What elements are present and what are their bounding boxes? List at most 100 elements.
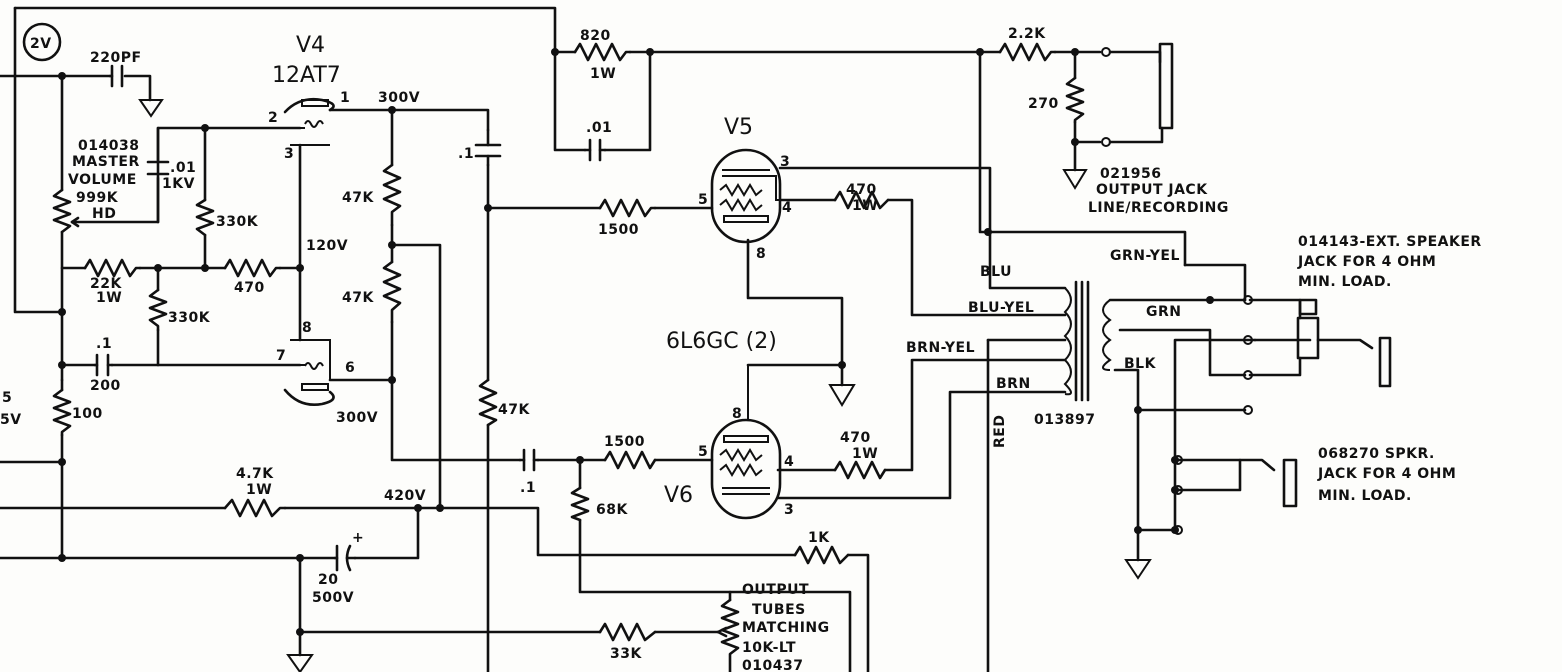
resistor-4-7k (223, 498, 287, 518)
resistor-1k (793, 545, 850, 565)
label-otm-3: MATCHING (742, 620, 830, 636)
label-c200: 200 (90, 378, 121, 394)
resistor-100 (52, 388, 72, 437)
label-xfmr: 013897 (1034, 412, 1095, 428)
capacitor-1-c (518, 448, 540, 472)
label-300v-bottom: 300V (336, 410, 378, 426)
ground-icon (138, 99, 164, 118)
resistor-470-v4 (223, 258, 282, 278)
spkr-jack (1173, 455, 1298, 535)
label-v5: V5 (724, 115, 753, 140)
label-v6-pin8: 8 (732, 406, 742, 422)
resistor-820 (573, 42, 632, 62)
label-spk-2: JACK FOR 4 OHM (1317, 466, 1456, 482)
label-1500-a: 1500 (598, 222, 639, 238)
label-v6-pin4: 4 (784, 454, 794, 470)
label-330k-b: 330K (168, 310, 211, 326)
capacitors (93, 64, 607, 572)
resistor-master-volume (52, 188, 72, 234)
label-wire-brn-yel: BRN-YEL (906, 340, 975, 356)
label-1k: 1K (808, 530, 830, 546)
label-spk-3: MIN. LOAD. (1318, 488, 1412, 504)
label-6l6gc: 6L6GC (2) (666, 329, 777, 354)
resistor-270 (1065, 76, 1085, 124)
label-v5-pin8: 8 (756, 246, 766, 262)
label-820: 820 (580, 28, 611, 44)
label-v5-pin5: 5 (698, 192, 708, 208)
label-mv-4: 999K (76, 190, 119, 206)
label-2-2k: 2.2K (1008, 26, 1046, 42)
label-2v: 2V (30, 36, 52, 52)
label-pin7: 7 (276, 348, 286, 364)
label-420v: 420V (384, 488, 426, 504)
tube-v4 (283, 97, 335, 406)
resistor-47k-a (382, 163, 402, 227)
label-ext-1: 014143-EXT. SPEAKER (1298, 234, 1482, 250)
resistor-470-v6 (833, 460, 887, 480)
label-pin6: 6 (345, 360, 355, 376)
resistor-1500-v5 (598, 198, 657, 218)
label-v5-pin3: 3 (780, 154, 790, 170)
label-wire-red: RED (992, 415, 1008, 448)
resistor-470-v5 (833, 190, 890, 210)
label-c01-1kv-a: .01 (170, 160, 196, 176)
ground-icon (828, 384, 856, 407)
label-c1-a: .1 (458, 146, 474, 162)
label-120v: 120V (306, 238, 348, 254)
label-c20: 20 (318, 572, 338, 588)
resistor-68k (570, 486, 590, 522)
pot-wiper-arrow (70, 216, 80, 228)
label-c01-b: .01 (586, 120, 612, 136)
resistor-330k-a (195, 198, 215, 237)
label-470-v5-w: 1W (852, 198, 878, 214)
label-v4: V4 (296, 33, 325, 58)
resistor-33k (598, 622, 657, 642)
label-470-v6-w: 1W (852, 446, 878, 462)
resistor-330k-b (148, 288, 168, 332)
label-470-v4: 470 (234, 280, 265, 296)
ground-icon (1124, 559, 1152, 580)
label-v6-pin3: 3 (784, 502, 794, 518)
label-220pf: 220PF (90, 50, 142, 66)
label-470-v5: 470 (846, 182, 877, 198)
label-v5-pin4: 4 (782, 200, 792, 216)
resistor-22k (83, 258, 142, 278)
label-1500-b: 1500 (604, 434, 645, 450)
capacitor-1-b (93, 353, 114, 377)
label-470-v6: 470 (840, 430, 871, 446)
label-33k: 33K (610, 646, 642, 662)
label-100: 100 (72, 406, 103, 422)
label-left-5v: 5V (0, 412, 22, 428)
label-300v-top: 300V (378, 90, 420, 106)
label-c01-1kv-b: 1KV (162, 176, 195, 192)
label-otm-2: TUBES (752, 602, 806, 618)
resistor-47k-b (382, 260, 402, 324)
tube-v6 (710, 365, 782, 520)
wiring (0, 6, 1312, 672)
label-wire-blk: BLK (1124, 356, 1157, 372)
label-47k-b: 47K (342, 290, 374, 306)
label-pin1: 1 (340, 90, 350, 106)
label-mv-3: VOLUME (68, 172, 137, 188)
capacitor-01-b (583, 138, 607, 162)
label-mv-1: 014038 (78, 138, 139, 154)
label-4-7k: 4.7K (236, 466, 274, 482)
capacitor-20-500v (333, 544, 357, 572)
label-pin8: 8 (302, 320, 312, 336)
ground-icon (1062, 169, 1088, 190)
resistor-47k-c (478, 378, 498, 427)
label-wire-grn-yel: GRN-YEL (1110, 248, 1180, 264)
node-2v-marker (22, 22, 62, 62)
label-v6-pin5: 5 (698, 444, 708, 460)
label-v6: V6 (664, 483, 693, 508)
resistor-1500-v6 (603, 450, 657, 470)
label-4-7k-w: 1W (246, 482, 272, 498)
capacitor-01-1kv (146, 160, 170, 176)
label-ext-3: MIN. LOAD. (1298, 274, 1392, 290)
label-left-5: 5 (2, 390, 12, 406)
label-47k-a: 47K (342, 190, 374, 206)
label-68k: 68K (596, 502, 628, 518)
label-mv-5: HD (92, 206, 116, 222)
junctions (58, 48, 1214, 636)
